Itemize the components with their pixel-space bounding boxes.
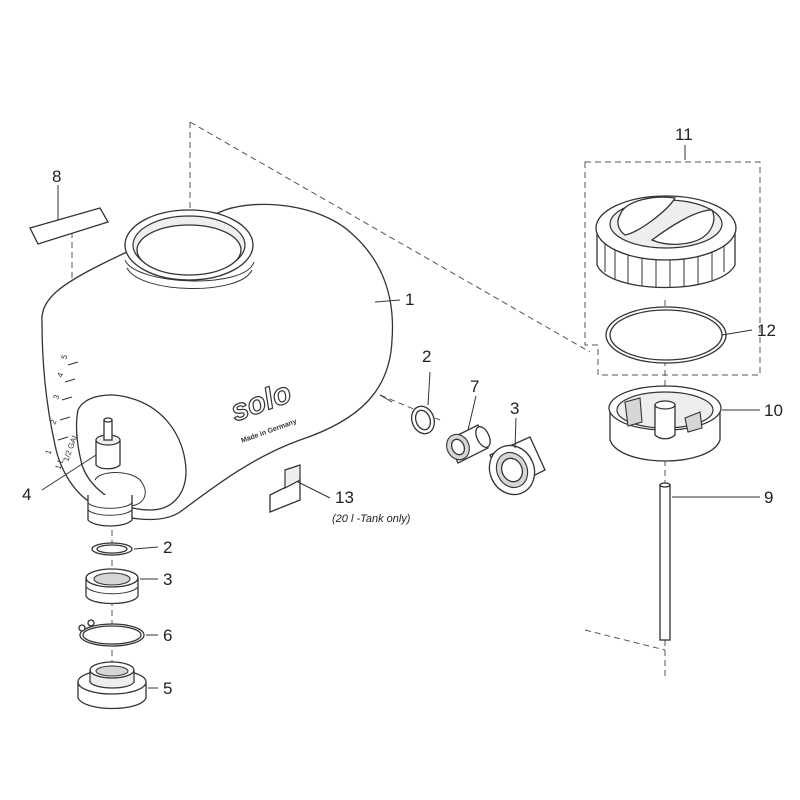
callout-10: 10	[764, 401, 783, 420]
callout-3-bottom: 3	[163, 570, 172, 589]
part-9-tube	[659, 482, 671, 641]
part-1-tank	[41, 203, 394, 527]
scale-mark-1: 1	[43, 448, 53, 456]
part-6-clamp-ring	[78, 619, 145, 647]
callout-7: 7	[470, 377, 479, 396]
scale-mark-4: 4	[55, 371, 65, 379]
part-8-label	[29, 207, 109, 245]
note-13: (20 l -Tank only)	[332, 513, 411, 525]
callout-4: 4	[22, 485, 31, 504]
leader-lines	[41, 145, 760, 689]
scale-mark-l: 1 L	[53, 457, 65, 471]
part-10-strainer	[608, 385, 722, 462]
callout-12: 12	[757, 321, 776, 340]
callout-3-side: 3	[510, 399, 519, 418]
part-5-cap	[77, 661, 147, 710]
scale-mark-3: 3	[51, 393, 61, 401]
callout-1: 1	[405, 290, 414, 309]
callout-8: 8	[52, 167, 61, 186]
part-3-nut-side	[488, 436, 546, 496]
part-11-filler-cap	[595, 195, 737, 289]
scale-mark-5: 5	[59, 353, 69, 361]
part-2-oring-side	[410, 405, 436, 435]
callout-6: 6	[163, 626, 172, 645]
part-12-seal	[605, 306, 727, 364]
part-7-valve	[446, 424, 491, 464]
scale-mark-2: 2	[48, 418, 58, 426]
callout-13: 13	[335, 488, 354, 507]
callout-9: 9	[764, 488, 773, 507]
part-3-nut-bottom	[85, 568, 139, 605]
callout-2-bottom: 2	[163, 538, 172, 557]
part-13-clip	[269, 464, 301, 513]
callout-5: 5	[163, 679, 172, 698]
assembly-group-11-box	[584, 161, 761, 376]
part-2-oring-bottom	[91, 542, 133, 556]
callout-2-side: 2	[422, 347, 431, 366]
callout-11: 11	[675, 125, 693, 144]
